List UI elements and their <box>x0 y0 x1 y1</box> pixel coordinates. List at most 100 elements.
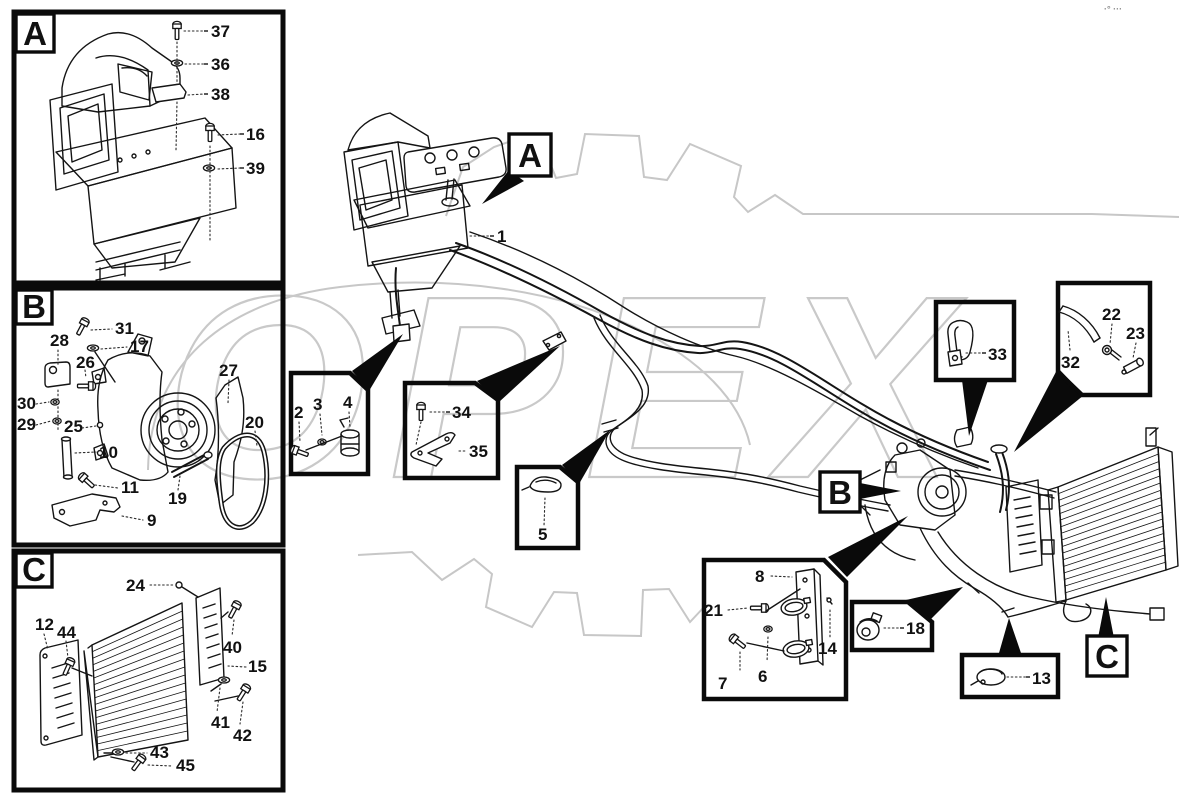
part-clamp-33 <box>947 319 974 367</box>
leader-6 <box>766 636 769 663</box>
part-washer-43 <box>111 748 125 756</box>
callout-20: 20 <box>245 413 264 432</box>
part-nut-29 <box>52 417 62 425</box>
callout-41: 41 <box>211 713 230 732</box>
inset-label-a: A <box>23 15 47 52</box>
main-hvac-unit: 1 <box>343 112 507 335</box>
callout-45: 45 <box>176 756 195 775</box>
condenser-assembly <box>1047 427 1179 623</box>
callout-32: 32 <box>1061 353 1080 372</box>
inset-label-b: B <box>22 288 46 325</box>
part-washer-17 <box>86 344 100 352</box>
inset-c: 24 12 44 40 15 41 42 43 45 C <box>11 548 286 793</box>
ref-arrow-c <box>1098 597 1114 638</box>
callout-13: 13 <box>1032 669 1051 688</box>
detail-box-5: 5 <box>514 430 610 551</box>
pointer-arrow <box>999 618 1021 653</box>
hvac-unit-inset-art <box>49 31 237 281</box>
clamp-target-33 <box>953 426 974 448</box>
condenser-inset-art <box>39 586 239 763</box>
leader-29 <box>35 420 52 426</box>
assembly-axis <box>175 41 211 241</box>
leader-27 <box>227 379 230 404</box>
leader-11 <box>94 484 119 489</box>
hose-bundle <box>392 231 991 512</box>
callout-5: 5 <box>538 525 547 544</box>
callout-36: 36 <box>211 55 230 74</box>
watermark-gear-rim <box>147 281 751 471</box>
callout-15: 15 <box>248 657 267 676</box>
inset-a: 37 36 38 16 39 A <box>11 9 286 286</box>
detail-box-outline <box>1055 280 1153 398</box>
callout-21: 21 <box>704 601 723 620</box>
inset-label-box-b <box>14 288 54 326</box>
part-bolt-7 <box>727 632 748 652</box>
detail-box-18: 18 <box>849 587 963 653</box>
ref-label-a: A <box>482 132 553 204</box>
pointer-arrow <box>562 430 610 484</box>
leader-21 <box>727 607 749 611</box>
ref-label-b-text: B <box>828 474 852 511</box>
detail-box-33: 33 <box>933 299 1017 436</box>
watermark-gear-teeth-top <box>445 132 1179 218</box>
ref-label-box-b <box>818 470 862 514</box>
part-grommet-22 <box>1101 344 1122 361</box>
ref-label-c: C <box>1085 597 1129 678</box>
leader-2 <box>298 421 301 443</box>
inset-box-c <box>11 548 286 793</box>
callout-22: 22 <box>1102 305 1121 324</box>
leader-3 <box>319 413 323 436</box>
detail-box-outline <box>933 299 1017 383</box>
part-hose-32 <box>1058 305 1101 343</box>
callout-30: 30 <box>17 394 36 413</box>
part-screw-42 <box>234 681 253 704</box>
detail-box-32-22-23: 32 22 23 <box>1014 280 1153 452</box>
callout-12: 12 <box>35 615 54 634</box>
ref-label-a-text: A <box>518 137 542 174</box>
leader-4 <box>348 411 351 428</box>
part-bracket-35 <box>410 432 456 467</box>
callout-19: 19 <box>168 489 187 508</box>
callout-9: 9 <box>147 511 156 530</box>
callout-1: 1 <box>497 227 506 246</box>
inset-box-b <box>11 285 286 548</box>
inset-box-a <box>11 9 286 286</box>
watermark: OPEX ·° ··· <box>147 4 1179 638</box>
part-clip-5 <box>521 476 562 493</box>
hose-clip-target-5 <box>601 419 619 433</box>
part-clamp-upper <box>780 596 812 616</box>
pointer-arrow <box>828 516 908 577</box>
leader-15 <box>227 665 247 668</box>
detail-box-outline <box>701 557 849 702</box>
part-bracket-38 <box>151 83 187 103</box>
callout-42: 42 <box>233 726 252 745</box>
leader-38 <box>187 93 205 96</box>
part-bolt-31 <box>73 315 91 338</box>
part-fitting-23 <box>1121 357 1144 375</box>
callout-44: 44 <box>57 623 76 642</box>
leader-42 <box>239 701 244 725</box>
callout-35: 35 <box>469 442 488 461</box>
pointer-arrow <box>477 346 560 402</box>
callout-4: 4 <box>343 393 353 412</box>
callout-10: 10 <box>99 443 118 462</box>
callout-6: 6 <box>758 667 767 686</box>
part-washer-39 <box>202 164 216 172</box>
detail-box-outline <box>402 380 501 481</box>
part-bolt-16 <box>205 122 215 143</box>
part-screw-40 <box>225 598 243 621</box>
part-nut-30 <box>50 398 60 406</box>
detail-box-outline <box>959 652 1061 700</box>
callout-14: 14 <box>818 639 837 658</box>
leader-32 <box>1067 329 1071 351</box>
leader-39 <box>217 167 241 170</box>
leader-40 <box>231 619 235 637</box>
leader-22 <box>1109 323 1113 345</box>
callout-26: 26 <box>76 353 95 372</box>
ref-arrow-a <box>482 170 524 204</box>
part-screw-26 <box>76 381 97 391</box>
leader-17 <box>100 346 128 350</box>
callout-18: 18 <box>906 619 925 638</box>
leader-23 <box>1132 342 1137 359</box>
